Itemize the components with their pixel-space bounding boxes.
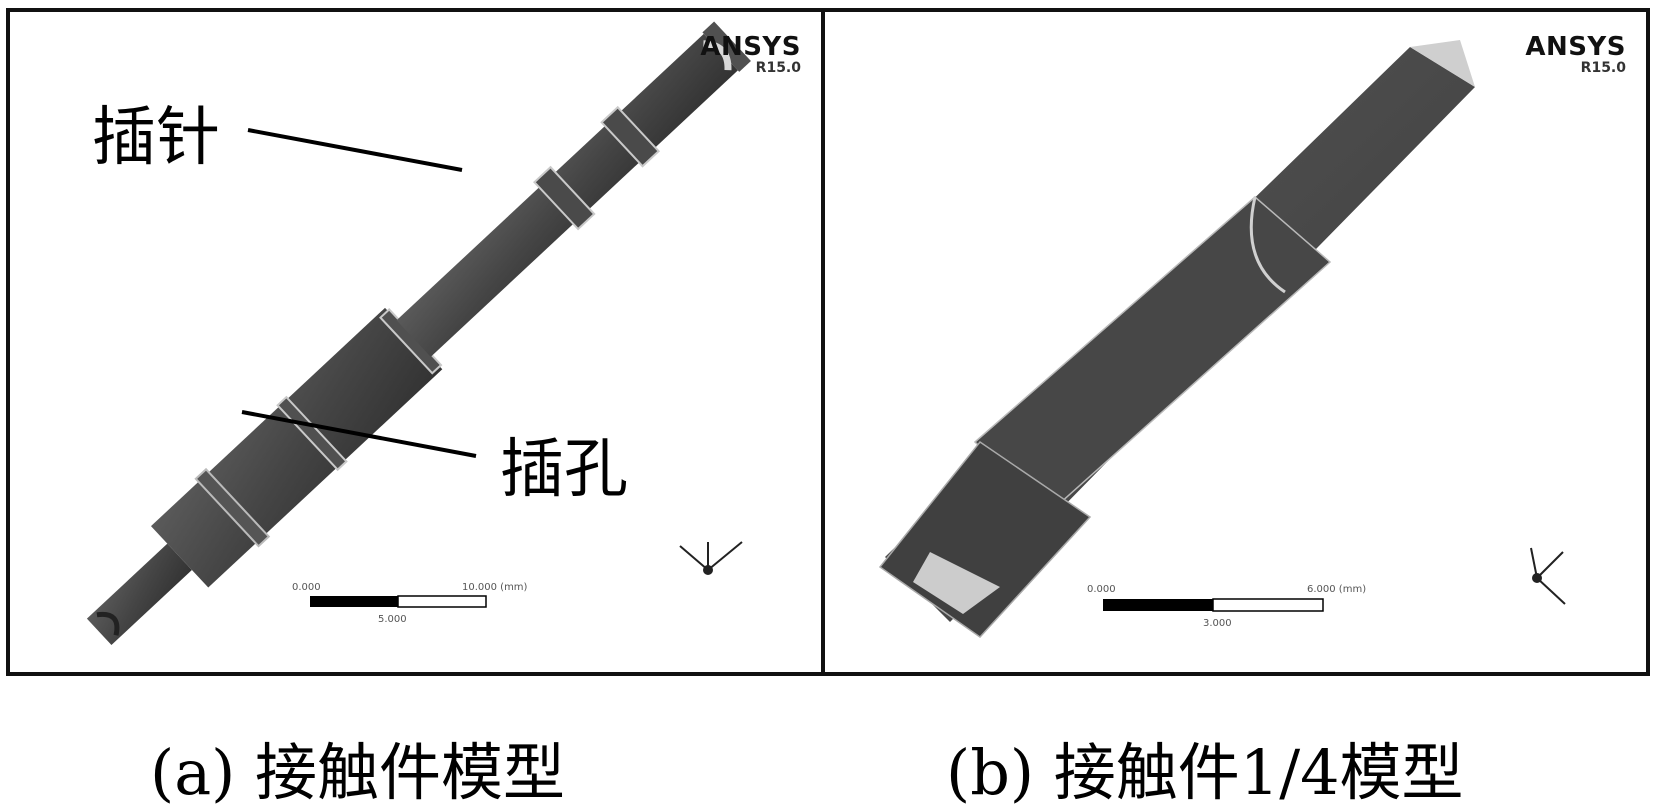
panel-contact-model: 0.000 10.000 (mm) 5.000 ANSYS R15.0 插针 插…	[6, 8, 825, 676]
ansys-version-text: R15.0	[1580, 60, 1626, 76]
hole-label: 插孔	[500, 433, 628, 507]
quarter-socket-sleeve	[973, 196, 1332, 514]
ansys-logo: ANSYS R15.0	[1525, 32, 1626, 76]
caption-b: (b) 接触件1/4模型	[946, 736, 1464, 809]
hole-leader-line	[241, 410, 477, 458]
ansys-logo: ANSYS R15.0	[700, 32, 801, 76]
socket-end-face	[96, 611, 120, 636]
socket-end-segment	[86, 543, 192, 646]
socket-step	[276, 395, 348, 472]
quarter-pin-top-face	[1410, 40, 1475, 87]
pin-ring-1	[533, 165, 596, 231]
socket-body	[150, 307, 443, 588]
ansys-brand-text: ANSYS	[1525, 32, 1626, 62]
coordinate-triad-icon	[1530, 547, 1566, 605]
ansys-brand-text: ANSYS	[700, 32, 801, 62]
pin-leader-line	[247, 128, 463, 172]
quarter-base-end-face	[913, 552, 1000, 614]
pin-ring-2	[600, 105, 661, 168]
pin-hole-assembly	[86, 21, 751, 646]
quarter-model-drawing: 0.000 6.000 (mm) 3.000	[878, 40, 1566, 638]
scale-end-label: 10.000 (mm)	[462, 582, 528, 593]
scale-bar: 0.000 10.000 (mm) 5.000	[292, 582, 528, 625]
scale-start-label: 0.000	[1087, 584, 1116, 595]
scale-mid-label: 5.000	[378, 614, 407, 625]
socket-collar	[194, 467, 271, 548]
pin-label: 插针	[92, 101, 220, 175]
contact-model-drawing: 0.000 10.000 (mm) 5.000	[86, 21, 751, 646]
quarter-socket-end-arc	[1249, 196, 1286, 294]
coordinate-triad-icon	[679, 541, 743, 575]
ansys-version-text: R15.0	[755, 60, 801, 76]
scale-mid-label: 3.000	[1203, 618, 1232, 629]
scale-bar: 0.000 6.000 (mm) 3.000	[1087, 584, 1366, 629]
scale-end-label: 6.000 (mm)	[1307, 584, 1366, 595]
pin-tip	[702, 21, 751, 72]
pin-end-face	[703, 40, 732, 71]
scale-start-label: 0.000	[292, 582, 321, 593]
panel-quarter-model: 0.000 6.000 (mm) 3.000 ANSYS R15.0	[821, 8, 1650, 676]
caption-a: (a) 接触件模型	[150, 736, 566, 809]
